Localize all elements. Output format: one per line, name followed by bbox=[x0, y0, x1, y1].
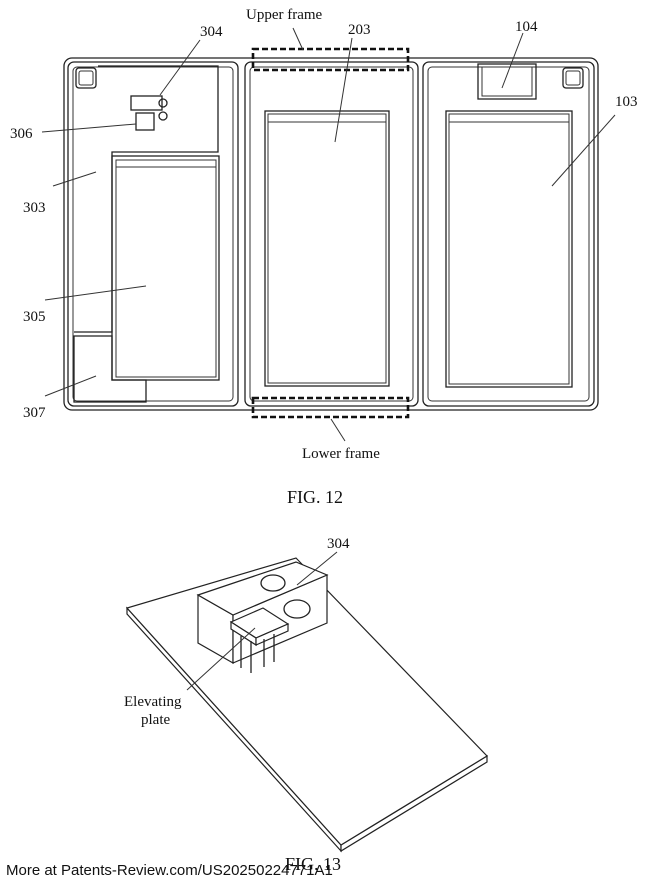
component-303-outline bbox=[74, 65, 219, 333]
left-panel bbox=[67, 61, 239, 407]
label-lower-frame: Lower frame bbox=[302, 446, 380, 462]
leader-306 bbox=[41, 123, 137, 133]
fig13-drawing: 304 Elevating plate FIG. 13 bbox=[124, 536, 488, 874]
label-305: 305 bbox=[23, 309, 46, 325]
component-305-outline bbox=[111, 155, 220, 381]
component-307-outline bbox=[73, 335, 147, 403]
component-305-inner bbox=[115, 159, 217, 378]
patents-review-footer: More at Patents-Review.com/US20250224771… bbox=[6, 862, 333, 879]
middle-screen-inner bbox=[267, 113, 387, 384]
label-307: 307 bbox=[23, 405, 46, 421]
label-306: 306 bbox=[10, 126, 33, 142]
right-screen-103 bbox=[445, 110, 573, 388]
middle-screen bbox=[264, 110, 390, 387]
leader-104 bbox=[501, 32, 524, 89]
component-306-block bbox=[135, 112, 155, 131]
label-203: 203 bbox=[348, 22, 371, 38]
middle-panel-inner bbox=[249, 66, 414, 402]
fig12-drawing: Upper frame 304 203 104 103 306 303 305 … bbox=[10, 7, 638, 507]
camera-module-104-inner bbox=[481, 66, 533, 97]
left-corner-square bbox=[75, 67, 97, 89]
module-hole-front bbox=[283, 599, 311, 619]
leader-103 bbox=[551, 114, 616, 187]
label-104: 104 bbox=[515, 19, 538, 35]
label-103: 103 bbox=[615, 94, 638, 110]
module-hole-rear bbox=[260, 574, 286, 592]
fig13-caption: FIG. 13 bbox=[285, 854, 341, 874]
leader-upper-frame bbox=[292, 27, 304, 51]
label-303: 303 bbox=[23, 200, 46, 216]
label-elevating: Elevating bbox=[124, 694, 182, 710]
module-304-top bbox=[196, 561, 329, 616]
upper-frame-dashed-region bbox=[251, 47, 410, 72]
component-304-hole-top bbox=[158, 98, 168, 108]
leader-elevating-plate bbox=[186, 627, 256, 691]
right-panel-inner bbox=[427, 66, 590, 402]
leader-307 bbox=[44, 375, 97, 397]
left-panel-inner bbox=[72, 66, 234, 402]
left-corner-square-inner bbox=[78, 70, 94, 86]
leader-304-fig13 bbox=[296, 551, 338, 586]
device-outer-frame bbox=[63, 57, 599, 411]
middle-panel bbox=[244, 61, 419, 407]
fig12-caption: FIG. 12 bbox=[287, 487, 343, 507]
component-304-hole-bottom bbox=[158, 111, 168, 121]
leader-203 bbox=[334, 37, 353, 143]
right-panel bbox=[422, 61, 595, 407]
component-304-block bbox=[130, 95, 163, 111]
lower-frame-dashed-region bbox=[251, 396, 410, 419]
camera-module-104 bbox=[477, 63, 537, 100]
label-plate: plate bbox=[141, 712, 170, 728]
right-screen-103-inner bbox=[448, 113, 570, 385]
leader-303 bbox=[52, 171, 97, 187]
label-304: 304 bbox=[200, 24, 223, 40]
leader-304 bbox=[159, 39, 201, 96]
leader-lower-frame bbox=[330, 418, 346, 442]
leader-305 bbox=[44, 285, 147, 301]
right-corner-square-inner bbox=[565, 70, 581, 86]
label-304-fig13: 304 bbox=[327, 536, 350, 552]
label-upper-frame: Upper frame bbox=[246, 7, 323, 23]
right-corner-square bbox=[562, 67, 584, 89]
